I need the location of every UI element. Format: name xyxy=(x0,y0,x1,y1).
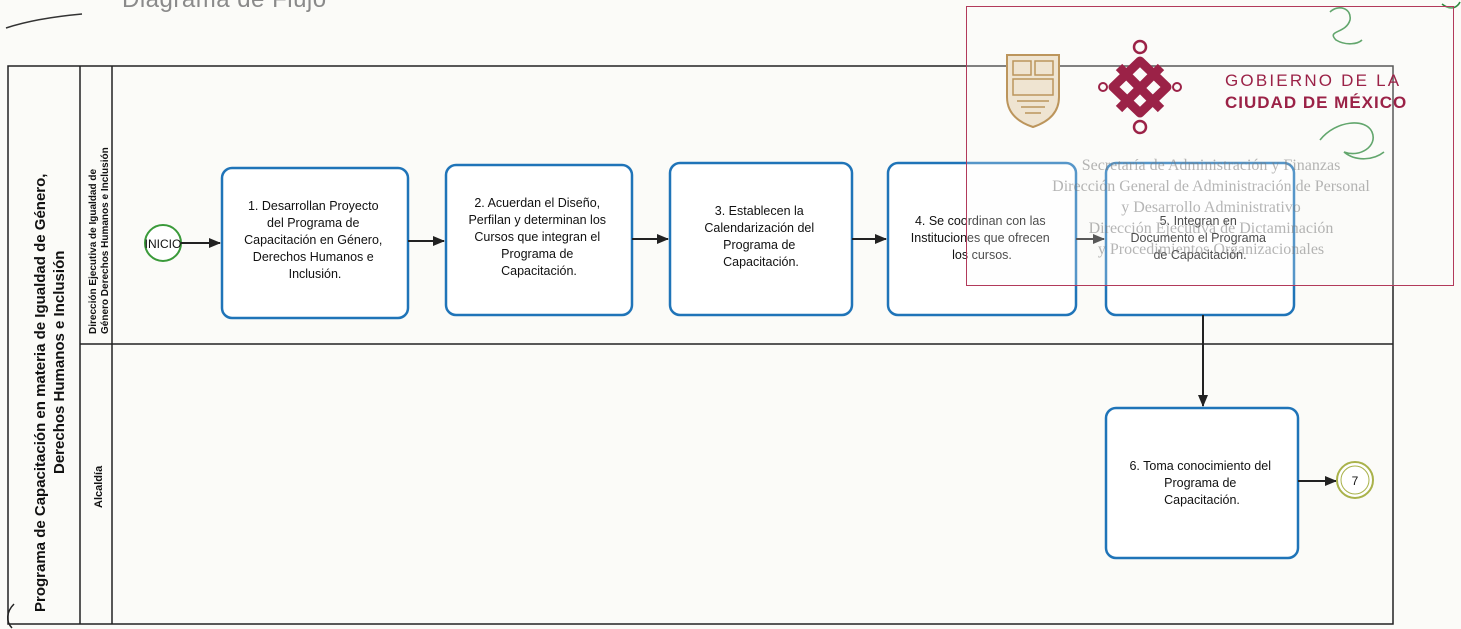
step-1-text: 1. Desarrollan Proyecto del Programa de … xyxy=(244,199,386,281)
lane-2-label: Alcaldía xyxy=(93,465,105,508)
step-5-text: 5. Integran en Documento el Programa de … xyxy=(1131,214,1270,262)
bottom-bracket xyxy=(7,603,15,629)
end-event xyxy=(1336,461,1374,499)
handwritten-initials xyxy=(1319,1,1461,160)
step-1-box xyxy=(220,166,410,320)
start-event-label: INICIO xyxy=(145,237,182,251)
lane-1-label-line1: Dirección Ejecutiva de Igualdad de xyxy=(88,169,99,334)
step-3-text: 3. Establecen la Calendarización del Pro… xyxy=(704,204,817,269)
cdmx-emblem-icon xyxy=(1098,39,1182,135)
stamp-text: Secretaría de Administración y Finanzas … xyxy=(967,155,1455,260)
stamp-line: Dirección General de Administración de P… xyxy=(1052,178,1370,195)
stamp-line: y Procedimientos Organizacionales xyxy=(1097,241,1325,258)
step-5-box xyxy=(1104,161,1296,317)
page-heading: Diagrama de Flujo xyxy=(122,0,327,14)
lane-1-label-line2: Género Derechos Humanos e Inclusión xyxy=(100,147,111,334)
cdmx-shield-logo xyxy=(1006,54,1060,129)
step-6-box xyxy=(1104,406,1300,560)
end-event-inner xyxy=(1340,465,1370,495)
corner-scribble xyxy=(5,13,83,29)
end-event-label: 7 xyxy=(1352,474,1359,488)
pool-frame xyxy=(7,65,1394,625)
step-6-text: 6. Toma conocimiento del Programa de Cap… xyxy=(1129,459,1274,507)
step-2-text: 2. Acuerdan el Diseño, Perfilan y determ… xyxy=(468,196,609,278)
gov-line-1: GOBIERNO DE LA xyxy=(1225,71,1402,90)
pool-title-line2: Derechos Humanos e Inclusión xyxy=(51,251,68,474)
step-4-text: 4. Se coordinan con las Instituciones qu… xyxy=(911,214,1053,262)
stamp-line: Dirección Ejecutiva de Dictaminación xyxy=(1088,220,1334,237)
pool-title-line1: Programa de Capacitación en materia de I… xyxy=(32,174,49,612)
stamp-line: y Desarrollo Administrativo xyxy=(1121,199,1301,216)
approval-stamp: GOBIERNO DE LA CIUDAD DE MÉXICO Secretar… xyxy=(966,6,1454,286)
stamp-line: Secretaría de Administración y Finanzas xyxy=(1081,157,1341,174)
gov-line-2: CIUDAD DE MÉXICO xyxy=(1225,93,1408,112)
